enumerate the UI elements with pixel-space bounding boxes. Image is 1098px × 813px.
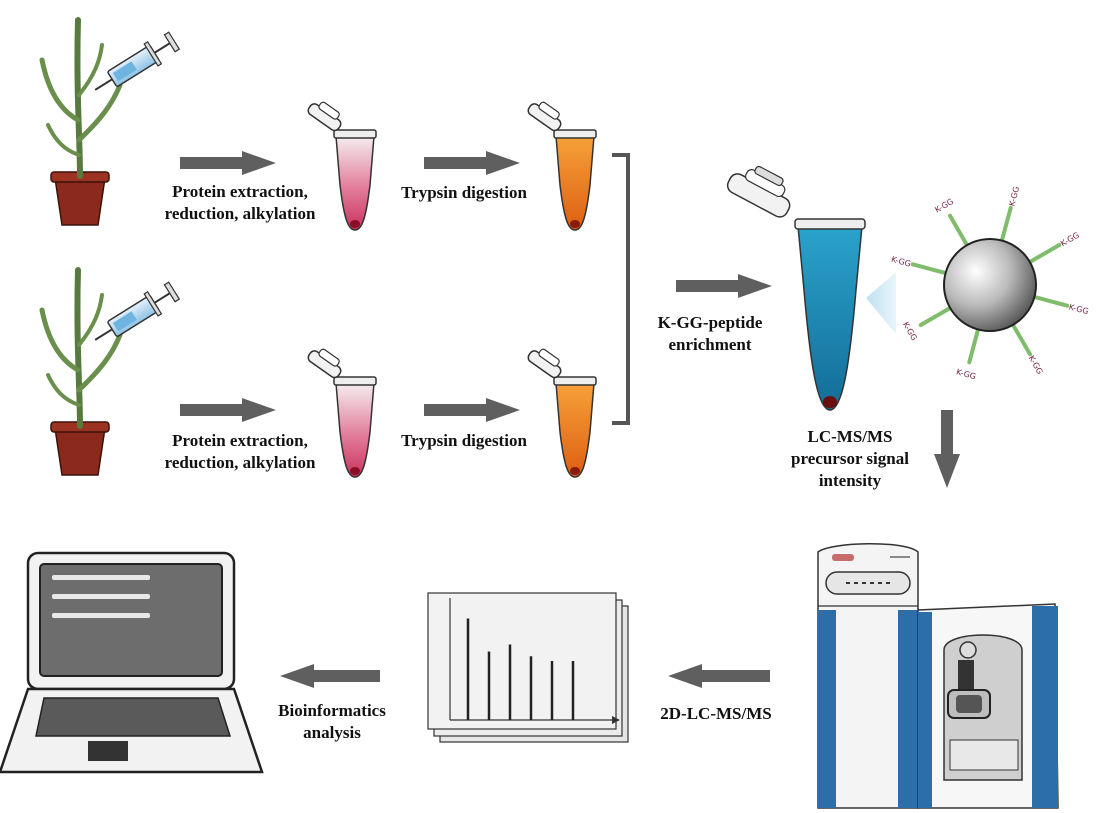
antibody-spoke [1032,294,1070,308]
label-enrichment: K-GG-peptide enrichment [657,313,763,354]
arrow-extraction-top [180,151,276,175]
kgg-tag-label: K-GG [901,320,919,342]
antibody-spoke [918,306,953,327]
antibody-bead-icon: K-GG K-GG K-GG K-GG K-GG K-GG K-GG K-GG [890,185,1089,381]
arrow-extraction-bottom [180,398,276,422]
kgg-tag-label: K-GG [955,367,977,381]
antibody-spoke [999,205,1013,243]
sample-tube-orange-bottom-icon [527,348,597,478]
label-extraction-bottom: Protein extraction, reduction, alkylatio… [164,431,316,472]
antibody-spoke [948,213,969,248]
mass-spectrometer-icon [817,543,1059,809]
kgg-tag-label: K-GG [1059,231,1081,249]
sample-tube-pink-bottom-icon [307,348,377,478]
antibody-spoke [1027,243,1062,264]
laptop-icon [0,551,264,774]
kgg-tag-label: K-GG [1068,302,1090,316]
arrow-enrichment [676,274,772,298]
label-2dlcms: 2D-LC-MS/MS [660,704,772,723]
label-extraction-top: Protein extraction, reduction, alkylatio… [164,182,316,223]
antibody-spoke [1011,322,1032,357]
enrichment-tube-blue-icon [726,165,866,411]
label-digestion-top: Trypsin digestion [401,183,527,202]
merge-bracket [612,153,630,425]
arrow-digestion-bottom [424,398,520,422]
label-digestion-bottom: Trypsin digestion [401,431,527,450]
arrow-lcms-down [934,410,960,488]
kgg-tag-label: K-GG [1007,185,1021,207]
sample-tube-pink-top-icon [307,101,377,231]
label-lcms: LC-MS/MS precursor signal intensity [791,427,909,490]
spectrum-sheet-icon [427,592,629,743]
magnify-cone [866,272,896,334]
kgg-tag-label: K-GG [890,255,912,269]
arrow-digestion-top [424,151,520,175]
arrow-bioinformatics [280,664,380,688]
sample-tube-orange-top-icon [527,101,597,231]
antibody-spoke [967,327,981,365]
label-bioinformatics: Bioinformatics analysis [278,701,386,742]
kgg-tag-label: K-GG [1027,354,1045,376]
antibody-spoke [910,262,948,276]
kgg-tag-label: K-GG [933,197,955,215]
arrow-2dlcms [668,664,770,688]
